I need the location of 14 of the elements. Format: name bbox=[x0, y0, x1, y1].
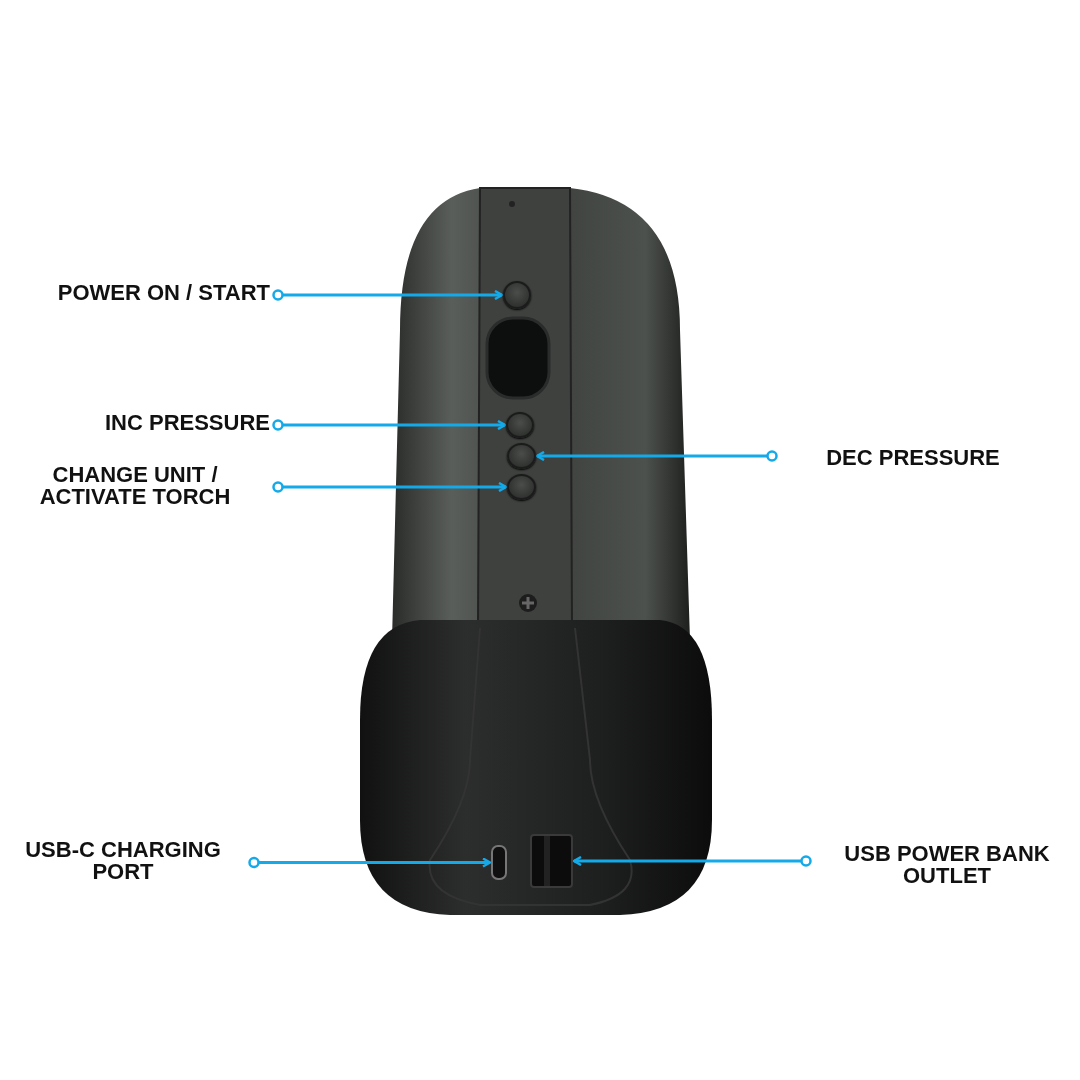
leader-line bbox=[248, 856, 492, 869]
leader-line bbox=[272, 419, 507, 431]
leader-line bbox=[272, 481, 508, 493]
callout-label: POWER ON / START bbox=[0, 280, 270, 306]
callout-label: INC PRESSURE bbox=[0, 410, 270, 436]
callout-label: USB POWER BANK OUTLET bbox=[814, 842, 1080, 888]
usb-port bbox=[530, 834, 573, 888]
callout-label: USB-C CHARGING PORT bbox=[0, 838, 246, 884]
leader-line bbox=[572, 855, 812, 867]
leader-line bbox=[535, 450, 778, 462]
callout-label: CHANGE UNIT / ACTIVATE TORCH bbox=[0, 462, 270, 510]
callout-label: DEC PRESSURE bbox=[780, 445, 1046, 471]
usb-port bbox=[491, 845, 507, 880]
leader-line bbox=[272, 289, 504, 301]
